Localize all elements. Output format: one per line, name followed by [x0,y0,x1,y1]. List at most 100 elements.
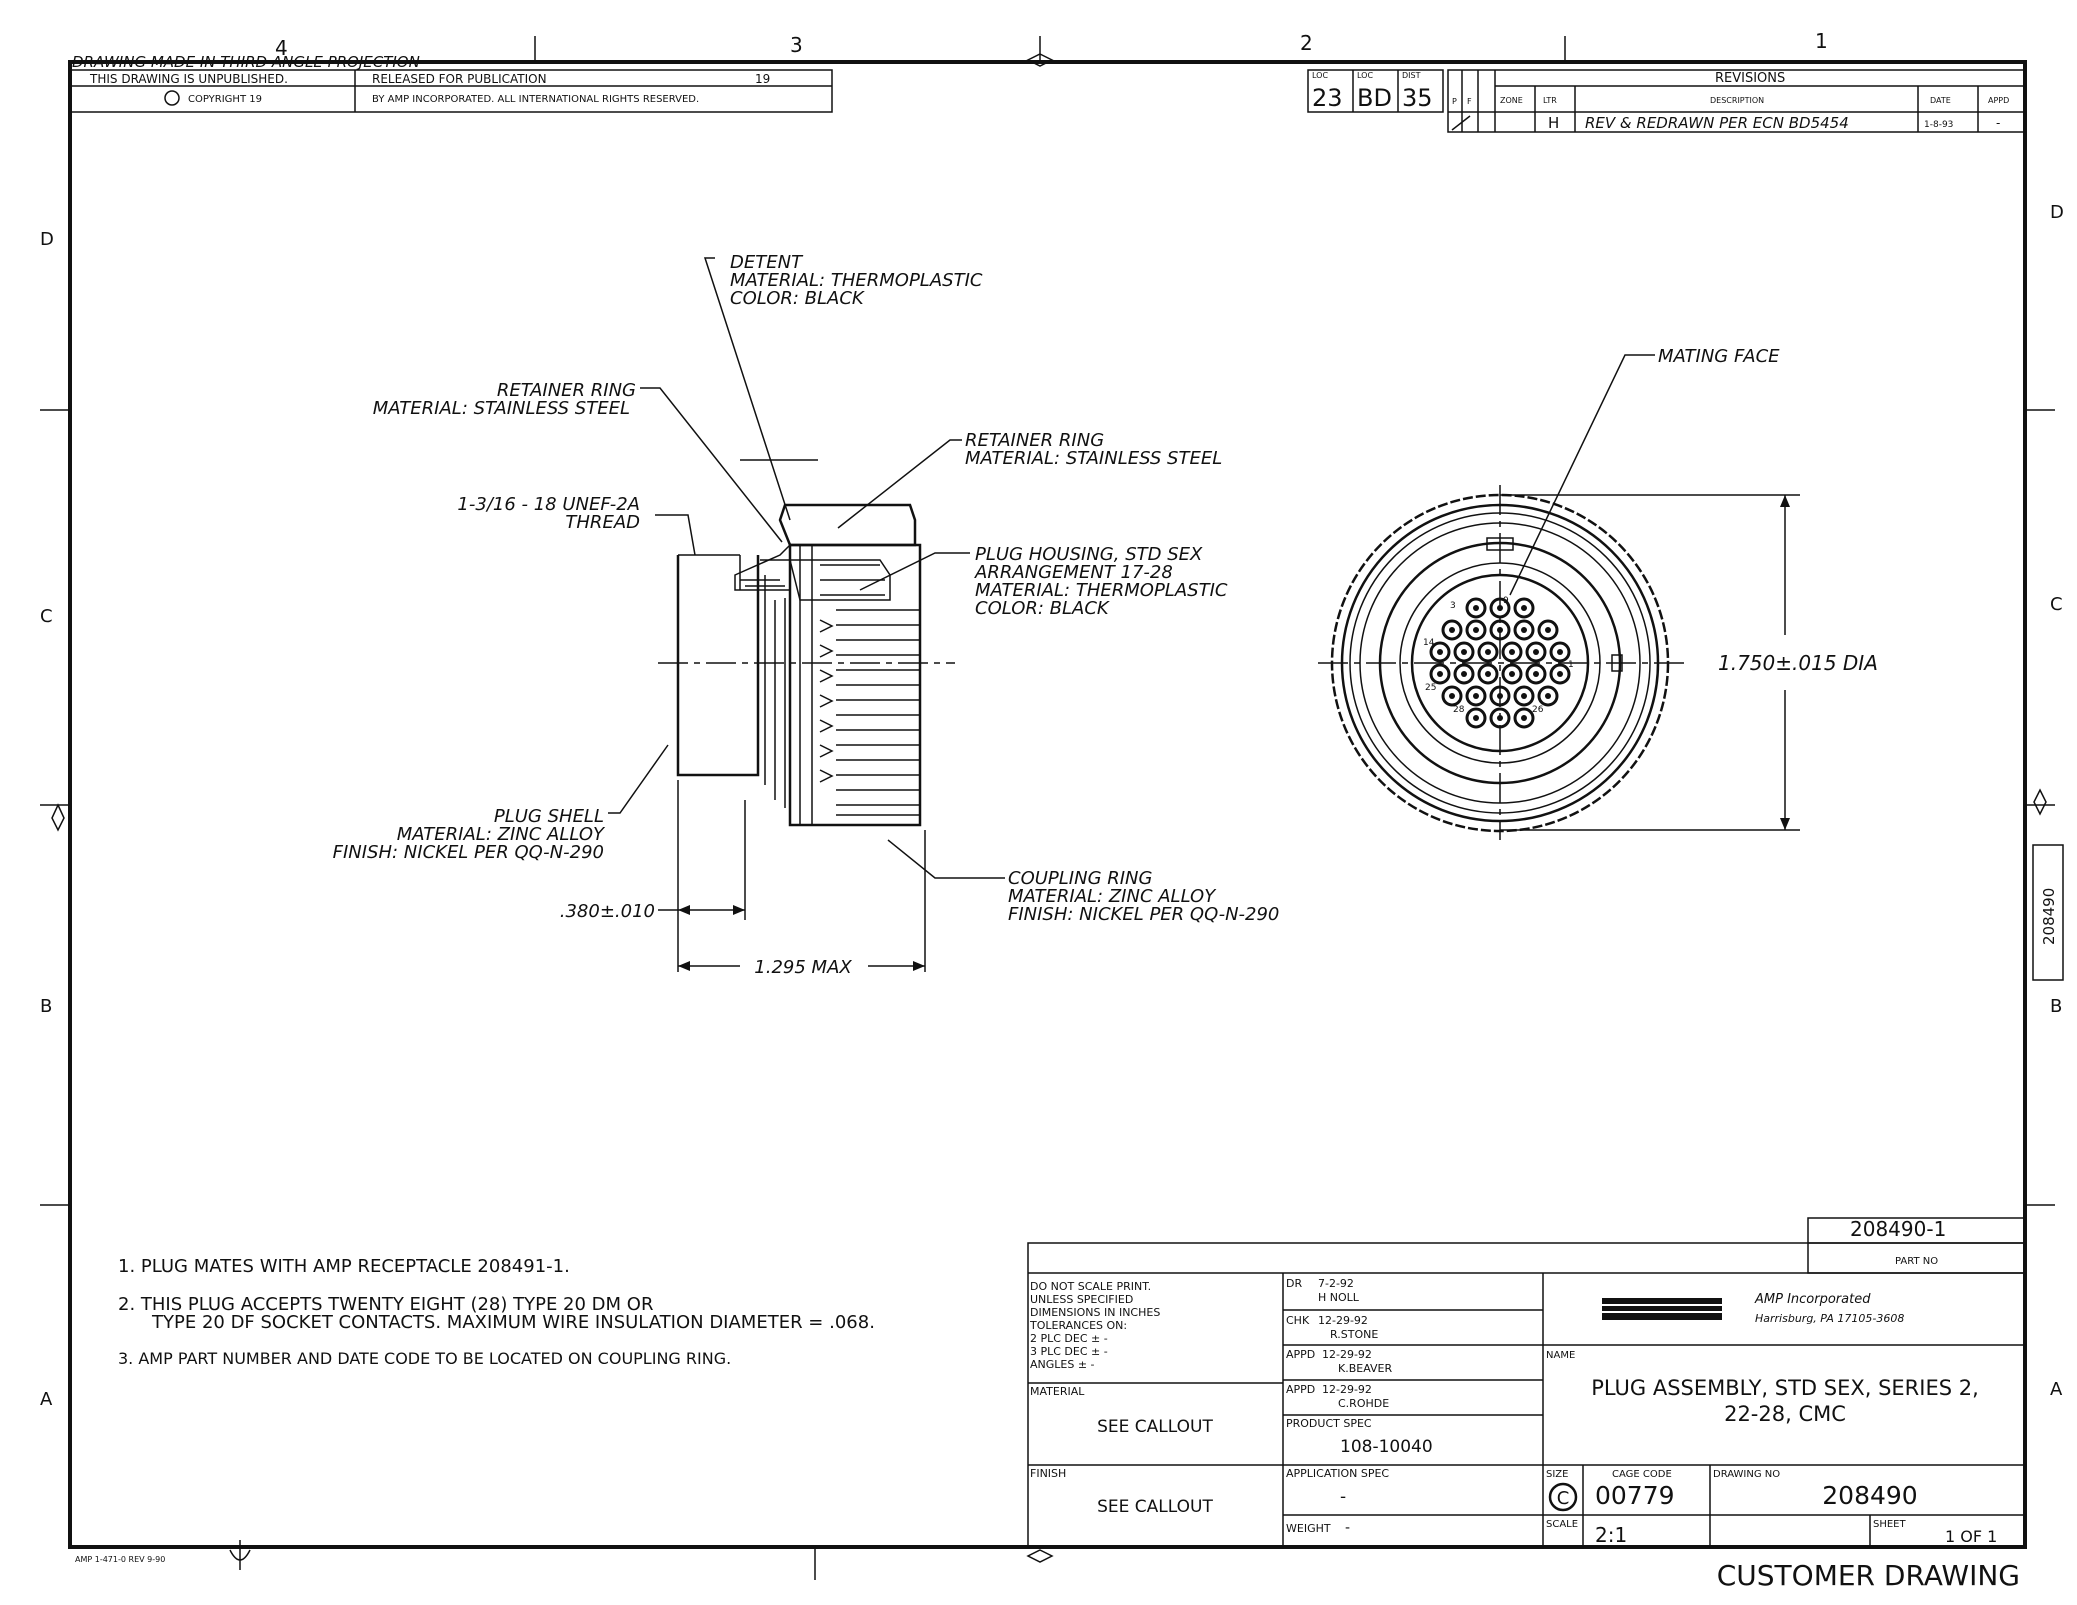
contact-cavity-17 [1477,663,1499,685]
center-mark-top [1026,53,1054,67]
scale-label: SCALE [1546,1519,1578,1530]
callout-retainer-left-line2: MATERIAL: STAINLESS STEEL [373,398,630,419]
company-address: Harrisburg, PA 17105-3608 [1755,1312,1904,1325]
contact-cavity-28 [1513,707,1535,729]
zone-row-b-right: B [2050,996,2062,1017]
product-spec-value: 108-10040 [1340,1437,1433,1457]
note-2a: 2. THIS PLUG ACCEPTS TWENTY EIGHT (28) T… [118,1294,653,1315]
contact-pin-27 [1497,715,1503,721]
contact-pin-20 [1557,671,1563,677]
rev-row-ltr: H [1548,114,1559,132]
revisions-table: REVISIONS P F ZONE LTR DESCRIPTION DATE … [1447,69,2026,133]
center-mark-bottom [1026,1549,1054,1563]
callout-plug-shell-line1: PLUG SHELL [494,806,604,827]
dimension-overall-length-label: 1.295 MAX [754,957,852,978]
size-value: C [1557,1488,1570,1509]
contact-pin-23 [1497,693,1503,699]
callout-detent-line3: COLOR: BLACK [730,288,865,309]
contact-label-14: 14 [1423,638,1435,648]
contact-cavity-20 [1549,663,1571,685]
zone-row-d-left: D [40,229,54,250]
finish-label: FINISH [1030,1467,1066,1480]
part-no-label: PART NO [1895,1256,1938,1267]
contact-label-25: 25 [1425,683,1436,693]
name-label: NAME [1546,1350,1575,1361]
contact-pin-15 [1437,671,1443,677]
appd2-name: C.ROHDE [1338,1397,1389,1410]
contact-cavity-7 [1513,619,1535,641]
callout-coupling-ring-line3: FINISH: NICKEL PER QQ-N-290 [1008,904,1279,925]
loc-value-1: 23 [1312,84,1343,112]
zone-row-d-right: D [2050,202,2064,223]
cage-label: CAGE CODE [1612,1469,1672,1480]
contact-cavity-13 [1525,641,1547,663]
cage-value: 00779 [1595,1481,1675,1510]
callout-plug-shell: PLUG SHELL MATERIAL: ZINC ALLOY FINISH: … [333,806,606,863]
contact-pin-24 [1521,693,1527,699]
contact-pin-28 [1521,715,1527,721]
customer-drawing-footer: CUSTOMER DRAWING [1717,1559,2020,1592]
drawing-no-label: DRAWING NO [1713,1469,1780,1480]
zone-col-1: 1 [1815,29,1828,53]
contact-pin-21 [1449,693,1455,699]
contact-cavity-24 [1513,685,1535,707]
contact-cavity-12 [1501,641,1523,663]
revisions-title: REVISIONS [1715,71,1785,86]
dr-label: DR [1286,1277,1302,1290]
callout-retainer-left-line1: RETAINER RING [497,380,636,401]
callout-retainer-right-line1: RETAINER RING [965,430,1104,451]
contact-label-28: 28 [1453,705,1465,715]
contact-pin-8 [1545,627,1551,633]
callout-plug-housing-line4: COLOR: BLACK [975,598,1110,619]
sheet-value: 1 OF 1 [1945,1527,1997,1546]
contact-cavity-6 [1489,619,1511,641]
weight-value: - [1345,1520,1350,1536]
side-number-tab: 208490 [2032,844,2064,981]
contact-pin-5 [1473,627,1479,633]
dist-value: 35 [1402,84,1433,112]
contact-label-26: 26 [1532,705,1544,715]
callout-retainer-right: RETAINER RING MATERIAL: STAINLESS STEEL [965,430,1222,469]
size-label: SIZE [1546,1469,1568,1480]
contact-pin-4 [1449,627,1455,633]
rev-header-f: F [1467,97,1472,106]
callout-thread: 1-3/16 - 18 UNEF-2A THREAD [457,494,640,533]
zone-row-c-left: C [40,606,53,627]
notes: 1. PLUG MATES WITH AMP RECEPTACLE 208491… [118,1256,875,1368]
appd1-label: APPD [1286,1348,1315,1361]
company-name: AMP Incorporated [1754,1292,1871,1307]
weight-label: WEIGHT [1286,1522,1331,1535]
rev-header-appd: APPD [1988,96,2009,105]
tolerance-line-2: UNLESS SPECIFIED [1030,1293,1133,1306]
callout-retainer-right-line2: MATERIAL: STAINLESS STEEL [965,448,1222,469]
contact-cavity-16 [1453,663,1475,685]
application-spec-label: APPLICATION SPEC [1286,1467,1389,1480]
rev-header-ltr: LTR [1543,96,1557,105]
rights-note: BY AMP INCORPORATED. ALL INTERNATIONAL R… [372,94,699,105]
application-spec-value: - [1340,1487,1346,1507]
callout-thread-line2: THREAD [565,512,640,533]
dimension-shell-length-label: .380±.010 [560,901,655,922]
rev-header-date: DATE [1930,96,1951,105]
contact-pin-6 [1497,627,1503,633]
callout-plug-shell-line3: FINISH: NICKEL PER QQ-N-290 [333,842,604,863]
contact-pin-9 [1437,649,1443,655]
contact-pin-22 [1473,693,1479,699]
appd2-label: APPD [1286,1383,1315,1396]
zone-row-b-left: B [40,996,52,1017]
rev-header-zone: ZONE [1500,96,1523,105]
callout-plug-shell-line2: MATERIAL: ZINC ALLOY [397,824,606,845]
contact-cavity-21 [1441,685,1463,707]
callout-detent-line1: DETENT [730,252,804,273]
contact-cavity-1 [1465,597,1487,619]
contact-pin-11 [1485,649,1491,655]
bottom-mark [229,1540,251,1570]
title-block: 208490-1 PART NO DO NOT SCALE PRINT. UNL… [1027,1217,2026,1592]
rev-header-description: DESCRIPTION [1710,96,1764,105]
callout-coupling-ring-line1: COUPLING RING [1008,868,1153,889]
note-2b: TYPE 20 DF SOCKET CONTACTS. MAXIMUM WIRE… [151,1312,875,1333]
contact-cavity-19 [1525,663,1547,685]
rev-row-description: REV & REDRAWN PER ECN BD5454 [1585,114,1849,132]
contact-cavity-9 [1429,641,1451,663]
